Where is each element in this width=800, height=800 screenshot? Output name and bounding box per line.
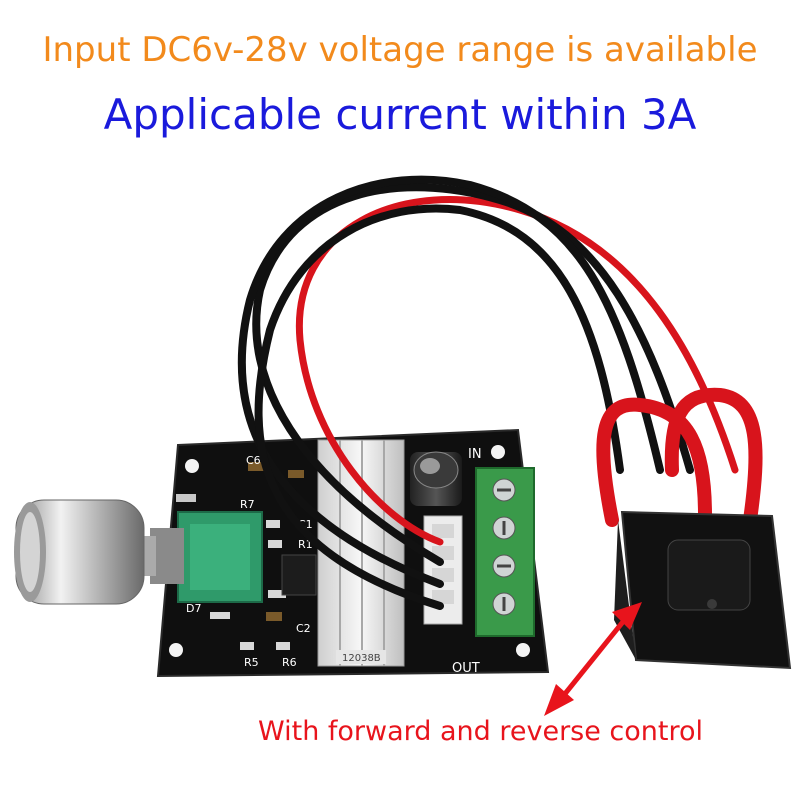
potentiometer [144,511,263,603]
direction-arrow [544,602,642,716]
label-d7: D7 [186,602,201,615]
rocker-switch [614,510,792,670]
label-chip: 12038B [342,653,381,664]
label-c2: C2 [296,622,311,635]
label-r6: R6 [282,656,297,669]
caption: With forward and reverse control [258,716,704,747]
headline-current: Applicable current within 3A [103,90,697,139]
label-r7: R7 [240,498,255,511]
terminal-block [475,467,535,637]
headline-voltage: Input DC6v-28v voltage range is availabl… [42,30,758,70]
label-out: OUT [452,661,480,676]
knob [14,499,145,605]
label-in: IN [468,447,482,462]
capacitor [410,451,462,506]
wires [237,175,763,610]
label-c6: C6 [246,454,261,467]
label-r5: R5 [244,656,259,669]
